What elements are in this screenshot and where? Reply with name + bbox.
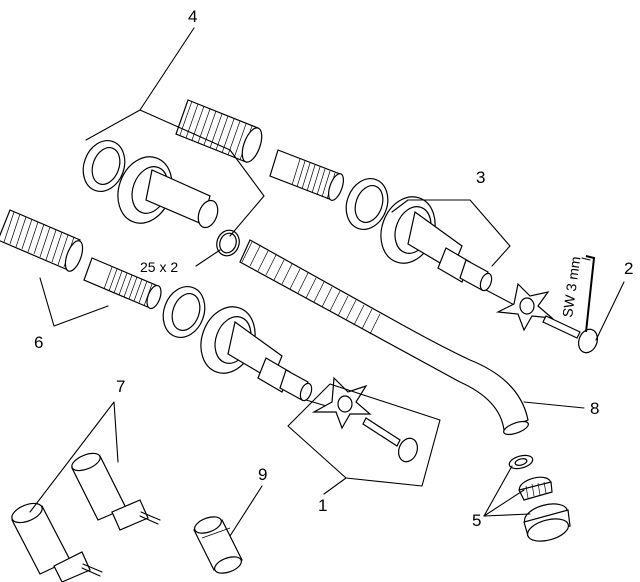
- label-oring: 25 x 2: [140, 259, 178, 275]
- cartridge-7b: [11, 502, 103, 582]
- aerator-insert: [518, 476, 553, 501]
- label-8: 8: [590, 399, 599, 418]
- cross-handle-1: [305, 376, 372, 430]
- valve-body-1: [200, 306, 313, 402]
- spout-hose-8: [239, 239, 529, 436]
- label-4: 4: [188, 7, 197, 26]
- label-7: 7: [116, 377, 125, 396]
- cross-handle-3: [485, 282, 554, 332]
- escutcheon-body-4: [117, 156, 219, 229]
- threaded-sleeve-upper: [175, 99, 263, 163]
- screw-cap-1: [362, 417, 419, 463]
- allen-wrench: SW 3 mm: [559, 255, 596, 333]
- adapter-9: [193, 516, 243, 574]
- label-wrench: SW 3 mm: [559, 255, 583, 318]
- label-1: 1: [318, 496, 327, 515]
- ring-washer-3a: [345, 178, 389, 230]
- label-9: 9: [258, 465, 267, 484]
- ring-washer-1a: [162, 286, 206, 338]
- cartridge-7a: [71, 452, 161, 531]
- label-2: 2: [624, 259, 633, 278]
- o-ring-25x2: [216, 229, 240, 257]
- valve-body-3: [380, 196, 493, 292]
- screw-cap-2: [542, 315, 599, 354]
- spring-insert-upper: [269, 149, 344, 201]
- threaded-sleeve-lower: [0, 209, 84, 272]
- ring-washer-4a: [82, 140, 126, 192]
- label-3: 3: [476, 168, 485, 187]
- label-5: 5: [472, 511, 481, 530]
- spring-insert-lower: [83, 257, 162, 310]
- aerator-washer: [508, 454, 534, 470]
- label-6: 6: [34, 333, 43, 352]
- aerator-housing: [523, 503, 571, 542]
